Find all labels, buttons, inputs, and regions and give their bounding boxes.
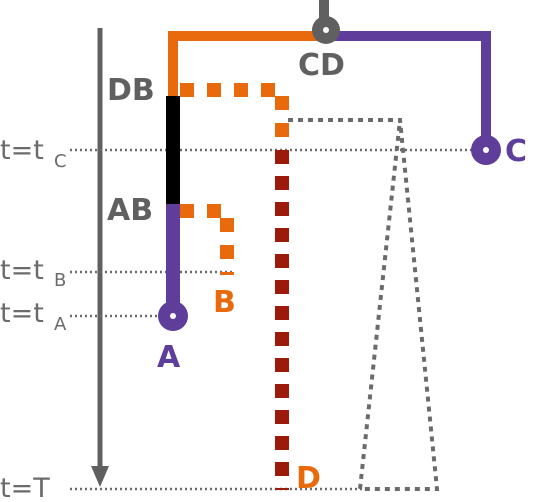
label-a: A bbox=[157, 340, 181, 375]
lineage-c bbox=[330, 31, 491, 150]
lineage-orange-top bbox=[168, 31, 330, 96]
time-axis-arrowhead bbox=[91, 466, 109, 487]
label-c: C bbox=[505, 134, 527, 169]
node-c-dot bbox=[483, 147, 489, 153]
time-label-tb-base: t=t bbox=[0, 255, 44, 286]
time-label-tc-base: t=t bbox=[0, 135, 44, 166]
path-db-to-d bbox=[180, 83, 289, 150]
time-label-T: t=T bbox=[0, 473, 50, 502]
label-cd: CD bbox=[298, 48, 345, 83]
time-label-ta: t=t A bbox=[0, 298, 67, 335]
time-label-tc-sub: C bbox=[54, 151, 67, 172]
label-d: D bbox=[296, 461, 321, 496]
label-b: B bbox=[213, 285, 236, 320]
time-label-tb-sub: B bbox=[54, 270, 66, 291]
path-ab-to-b bbox=[180, 204, 234, 275]
time-guides bbox=[70, 148, 485, 491]
node-a-dot bbox=[170, 313, 176, 319]
time-axis-arrow bbox=[91, 28, 109, 487]
time-label-ta-base: t=t bbox=[0, 298, 44, 329]
label-ab: AB bbox=[107, 193, 153, 228]
node-cd-dot bbox=[323, 27, 329, 33]
population-triangle bbox=[288, 118, 440, 491]
label-db: DB bbox=[107, 73, 155, 108]
time-label-tc: t=t C bbox=[0, 135, 67, 172]
time-label-ta-sub: A bbox=[54, 314, 67, 335]
time-label-tb: t=t B bbox=[0, 255, 66, 291]
time-label-T-base: t=T bbox=[0, 473, 50, 497]
